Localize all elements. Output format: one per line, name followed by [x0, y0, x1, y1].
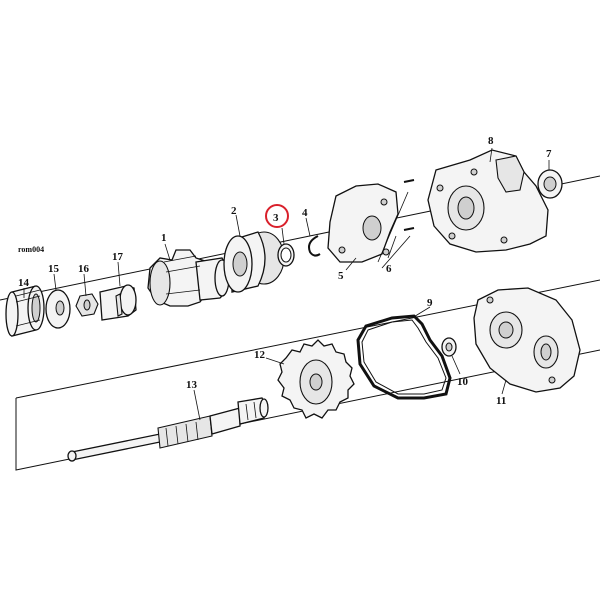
part-3-retaining-ring[interactable] [277, 243, 295, 267]
highlight-ring [265, 204, 289, 228]
part-14-bearing[interactable] [5, 285, 45, 337]
label-part-3: 3 [273, 212, 279, 224]
part-17-pinion-shaft[interactable] [99, 284, 137, 321]
label-part-17: 17 [112, 251, 124, 263]
part-15-washer[interactable] [45, 289, 71, 329]
part-11-outer-cover[interactable] [473, 287, 581, 393]
label-part-14: 14 [18, 277, 30, 289]
part-7-seal[interactable] [537, 169, 563, 199]
label-part-2: 2 [231, 205, 237, 217]
part-13-main-shaft[interactable] [67, 397, 269, 462]
part-16-nut[interactable] [75, 293, 99, 317]
label-part-1: 1 [161, 232, 167, 244]
part-4-clip[interactable] [308, 235, 321, 257]
part-8-housing[interactable] [427, 149, 549, 253]
part-1-drive-assembly[interactable] [147, 249, 230, 307]
label-part-15: 15 [48, 263, 60, 275]
label-part-16: 16 [78, 263, 90, 275]
part-2-drum[interactable] [223, 231, 285, 293]
label-part-11: 11 [496, 395, 506, 407]
part-5-cover-plate[interactable] [327, 183, 399, 263]
label-part-5: 5 [338, 270, 344, 282]
part-12-gear[interactable] [277, 339, 355, 419]
diagram-code: rom004 [18, 245, 44, 254]
part-9-gasket[interactable] [356, 314, 452, 400]
label-part-10: 10 [457, 376, 469, 388]
frame-bottom-line [15, 349, 600, 471]
label-part-4: 4 [302, 207, 308, 219]
label-part-8: 8 [488, 135, 494, 147]
label-part-13: 13 [186, 379, 198, 391]
leader-lines [23, 147, 550, 421]
part-6-dowel-pins[interactable] [377, 179, 415, 269]
part-10-small-seal[interactable] [441, 337, 457, 357]
label-part-12: 12 [254, 349, 266, 361]
label-part-6: 6 [386, 263, 392, 275]
label-part-9: 9 [427, 297, 433, 309]
label-part-7: 7 [546, 148, 552, 160]
